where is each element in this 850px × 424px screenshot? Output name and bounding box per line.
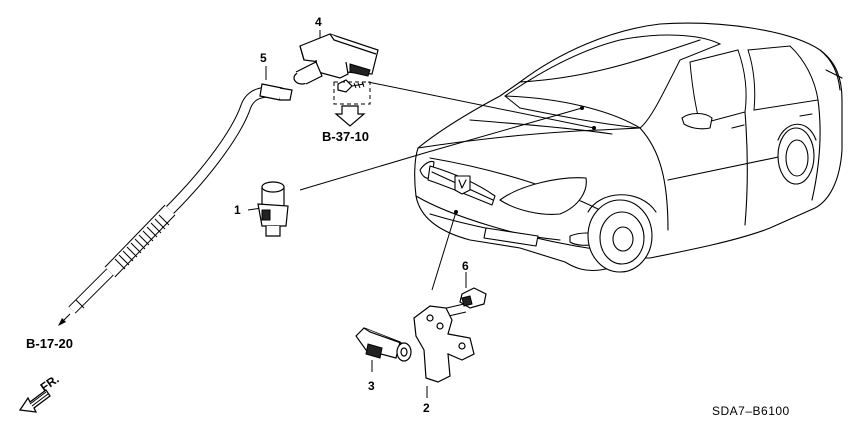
part-2-bracket (413, 305, 475, 383)
reference-b17-20[interactable]: B-17-20 (26, 336, 73, 351)
front-label: FR. (38, 372, 62, 395)
callout-3: 3 (368, 379, 375, 393)
part-6-clip (459, 287, 487, 309)
front-direction-arrow (18, 389, 51, 413)
reference-b37-10[interactable]: B-37-10 (322, 129, 369, 144)
diagram-code: SDA7–B6100 (712, 404, 790, 418)
ref-b37-10-indicator (333, 81, 371, 127)
car-illustration (414, 22, 843, 273)
part-4-sensor-housing (293, 33, 379, 85)
callout-1: 1 (234, 203, 241, 217)
part-1-sensor (257, 181, 289, 237)
callout-6: 6 (462, 259, 469, 273)
part-5-hose (58, 83, 293, 326)
callout-5: 5 (260, 51, 267, 65)
part-3-sensor (355, 327, 412, 362)
screw-part-4 (337, 79, 365, 93)
callout-2: 2 (423, 401, 430, 415)
callout-4: 4 (315, 15, 322, 29)
